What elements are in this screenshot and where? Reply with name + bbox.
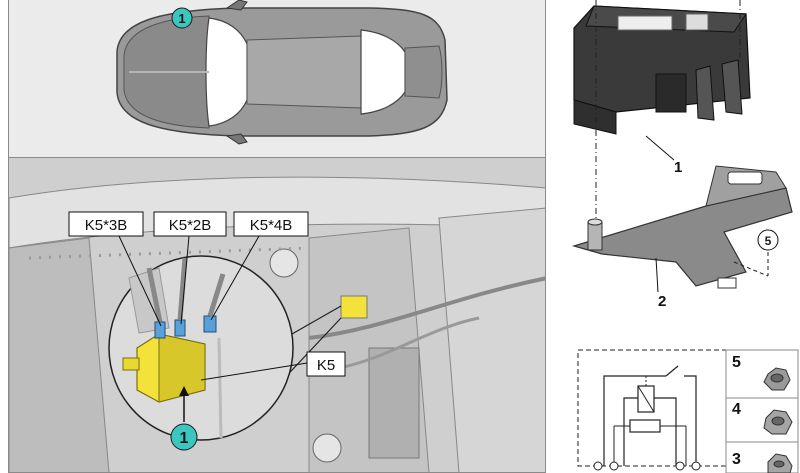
fastener-row-4-label: 4 (732, 401, 741, 418)
callout-badge-vehicle-label: 1 (178, 11, 185, 26)
relay-schematic (577, 349, 727, 471)
callout-k5-label: K5 (317, 357, 335, 374)
callout-k5-4b: K5*4B (233, 211, 309, 237)
engine-bay-view-panel: K5*3B K5*2B K5*4B K5 1 (8, 158, 546, 473)
connector-k5-4b (203, 315, 217, 333)
flange-nut-hole (770, 373, 784, 383)
hex-nut-hole (771, 416, 785, 426)
small-nut-hole (773, 460, 785, 468)
schematic-switch (665, 365, 679, 377)
callout-k5-4b-label: K5*4B (250, 217, 293, 234)
relay-k5-side (158, 333, 206, 403)
relay-mount-tab (122, 357, 140, 371)
part-number-relay: 1 (674, 159, 682, 176)
schematic-coil-return (654, 397, 677, 466)
fuse-housing (368, 347, 420, 459)
callout-line-k5 (200, 362, 308, 381)
relay-terminal-2 (721, 59, 743, 115)
bracket-slot (727, 171, 763, 185)
connector-k5-2b (174, 319, 186, 337)
right-strut-tower (438, 207, 545, 472)
wire-k5-4b (207, 273, 226, 317)
callout-k5-2b-label: K5*2B (169, 217, 212, 234)
relay-exploded (573, 5, 751, 135)
car-trunk (404, 45, 443, 99)
schematic-coil-diagonal (637, 385, 655, 413)
leader-part-2 (655, 257, 659, 293)
callout-line-k5-2b (180, 235, 190, 325)
nut-reference-marker: 5 (757, 229, 779, 251)
schematic-pin-4 (691, 461, 701, 471)
panel-rivet-line (28, 246, 310, 260)
relay-base (573, 99, 617, 135)
car-mirror-left (225, 0, 248, 11)
bolt-head-1 (269, 248, 299, 278)
schematic-pin-1 (593, 461, 603, 471)
bracket-stud-top (587, 218, 603, 226)
callout-arrow-badge (179, 386, 189, 396)
leader-part-1 (645, 135, 675, 161)
schematic-pin-3 (675, 461, 685, 471)
bracket-upper-tab (705, 165, 787, 207)
wiring-harness (308, 276, 545, 340)
callout-badge-engine-bay: 1 (170, 423, 198, 451)
part-number-bracket: 2 (658, 293, 666, 310)
callout-badge-engine-bay-label: 1 (180, 430, 189, 447)
relay-symbol-plate (685, 13, 709, 31)
schematic-frame (577, 349, 727, 467)
schematic-coil-wire (623, 397, 638, 466)
fastener-row-4: 4 (732, 401, 793, 435)
wire-k5-2b (177, 257, 188, 321)
relay-label-plate (617, 15, 673, 31)
magnified-detail (108, 255, 294, 441)
bracket-stud (587, 221, 603, 251)
fastener-table: 5 4 3 (725, 349, 799, 473)
callout-badge-vehicle: 1 (171, 7, 193, 29)
parts-panel: 1 2 5 (546, 0, 800, 473)
callout-k5: K5 (306, 351, 346, 377)
sensor-rod (217, 337, 223, 439)
callout-k5-3b-label: K5*3B (85, 217, 128, 234)
fastener-row-5-label: 5 (732, 354, 741, 371)
bracket-exploded (571, 165, 793, 289)
callout-line-k5-4b (210, 235, 260, 321)
wire-k5-3b (146, 267, 163, 323)
nut-reference-label: 5 (765, 234, 772, 248)
schematic-wire-left (603, 375, 666, 466)
relay-plug (655, 73, 687, 113)
vehicle-top-view-panel: 1 (8, 0, 546, 158)
vehicle-top-view-drawing: 1 (116, 0, 448, 145)
callout-line-k5-3b (118, 235, 162, 327)
relay-in-bay (340, 295, 368, 319)
car-roof (246, 35, 362, 109)
left-structure (9, 237, 110, 472)
cable-1 (338, 316, 480, 370)
schematic-pin-2 (609, 461, 619, 471)
leader-nut-ref (733, 261, 769, 277)
bracket-hole (717, 277, 737, 289)
engine-bay-drawing: K5*3B K5*2B K5*4B K5 1 (9, 158, 545, 472)
bolt-head-2 (312, 433, 342, 463)
fastener-row-3-label: 3 (732, 451, 741, 468)
fastener-row-3: 3 (732, 451, 793, 473)
car-mirror-right (225, 133, 248, 145)
callout-k5-3b: K5*3B (68, 211, 144, 237)
parts-drawing: 1 2 5 (571, 0, 799, 473)
callout-k5-2b: K5*2B (153, 211, 227, 237)
schematic-wire-right (684, 375, 697, 466)
relay-terminal-1 (695, 65, 715, 121)
fastener-row-5: 5 (732, 354, 791, 391)
schematic-resistor (629, 419, 661, 433)
car-windshield (205, 17, 248, 127)
